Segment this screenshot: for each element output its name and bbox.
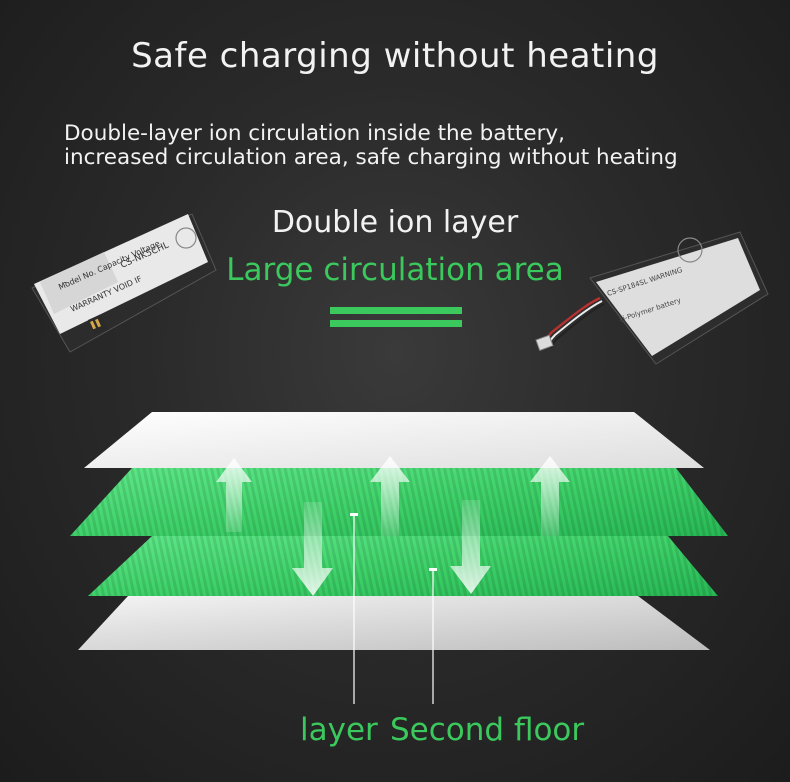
- second-floor-label: Second floor: [390, 712, 585, 748]
- layer-label: layer: [300, 712, 378, 748]
- double-ion-layer-heading: Double ion layer: [271, 205, 519, 240]
- battery-with-cable-icon: CS-SP184SL WARNING Li-Polymer battery: [535, 231, 769, 365]
- equals-bar-bottom: [330, 320, 462, 327]
- arrow-down-icon: [450, 500, 491, 594]
- page-title: Safe charging without heating: [131, 36, 659, 76]
- description-line-1: Double-layer ion circulation inside the …: [64, 121, 565, 146]
- arrow-down-icon: [292, 502, 333, 596]
- battery-icon: Model No. Capacity Voltage WARRANTY VOID…: [31, 213, 217, 353]
- description: Double-layer ion circulation inside the …: [64, 122, 678, 170]
- arrow-up-icon: [530, 456, 570, 536]
- pointer-line-left: [350, 513, 358, 704]
- arrow-up-icon: [370, 456, 410, 536]
- description-line-2: increased circulation area, safe chargin…: [64, 145, 678, 170]
- bottom-layer: [78, 596, 710, 650]
- large-circulation-heading: Large circulation area: [226, 252, 564, 288]
- pointer-line-right: [429, 568, 437, 704]
- arrow-up-icon: [216, 458, 252, 532]
- equals-bar-top: [330, 307, 462, 314]
- top-layer: [84, 412, 704, 468]
